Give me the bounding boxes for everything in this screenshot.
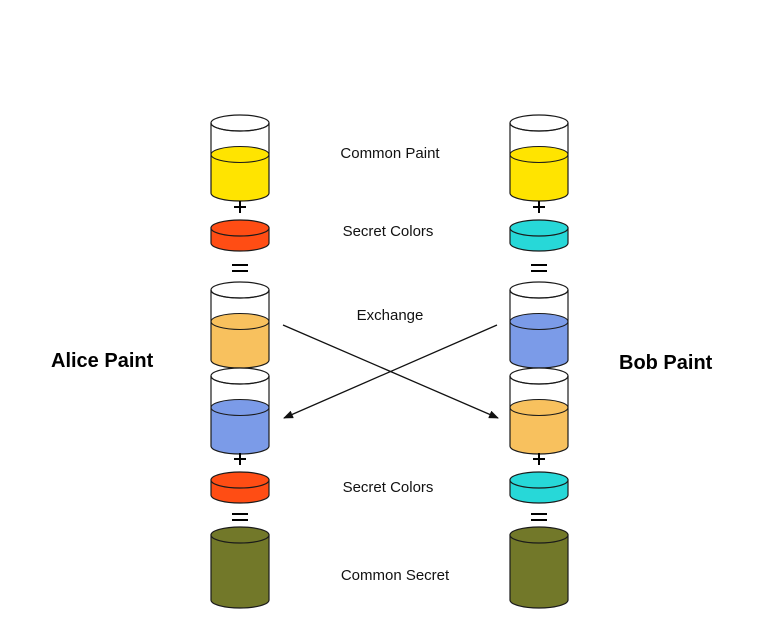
alice-step-5-glass [210, 281, 270, 369]
alice-step-3-secret-disc [210, 219, 270, 252]
bob-step-7-plus [533, 453, 545, 465]
bob-step-1-glass [509, 114, 569, 202]
bob-step-2-plus [533, 201, 545, 213]
label-common-secret: Common Secret [340, 567, 450, 584]
alice-step-7-plus [234, 453, 246, 465]
bob-step-8-secret-disc [509, 471, 569, 504]
alice-step-10-common-secret [210, 526, 270, 609]
exchange-arrows [282, 324, 499, 419]
bob-step-3-secret-disc [509, 219, 569, 252]
label-secret-colors-2: Secret Colors [342, 479, 434, 496]
alice-step-9-equals [232, 513, 248, 521]
bob-step-4-equals [531, 264, 547, 272]
bob-step-10-common-secret [509, 526, 569, 609]
label-common-paint: Common Paint [340, 145, 440, 162]
bob-title: Bob Paint [619, 352, 713, 374]
alice-title: Alice Paint [51, 350, 154, 372]
bob-column [509, 114, 569, 609]
alice-step-2-plus [234, 201, 246, 213]
label-exchange: Exchange [356, 307, 424, 324]
label-secret-colors-1: Secret Colors [342, 223, 434, 240]
alice-column [210, 114, 270, 609]
bob-step-5-glass [509, 281, 569, 369]
alice-step-4-equals [232, 264, 248, 272]
alice-step-6-glass [210, 367, 270, 455]
alice-step-8-secret-disc [210, 471, 270, 504]
arrow-bob-to-alice [283, 324, 498, 419]
bob-step-6-glass [509, 367, 569, 455]
bob-step-9-equals [531, 513, 547, 521]
alice-step-1-glass [210, 114, 270, 202]
